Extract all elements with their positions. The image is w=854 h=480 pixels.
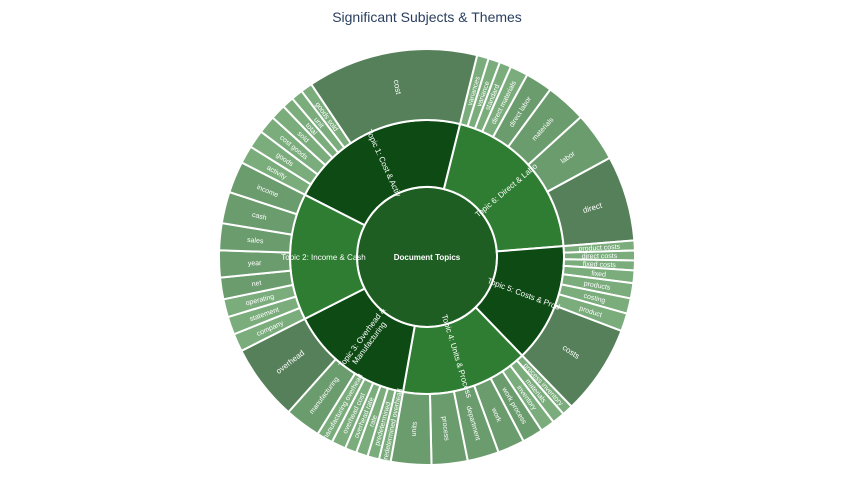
leaf-label-rate: rate: [369, 414, 379, 428]
leaf-label-sales: sales: [247, 237, 264, 246]
leaf-label-cost: cost: [392, 79, 404, 96]
root-label: Document Topics: [394, 253, 461, 262]
leaf-label-fixed: fixed: [591, 270, 606, 278]
leaf-label-net: net: [251, 280, 262, 288]
leaf-label-cash: cash: [251, 212, 267, 222]
leaf-label-products: products: [583, 280, 611, 291]
leaf-label-year: year: [248, 260, 263, 267]
topic-6-leaf-income[interactable]: [228, 161, 307, 216]
leaf-label-process: process: [440, 416, 450, 442]
leaf-label-direct-costs: direct costs: [582, 253, 618, 260]
leaf-label-units: units: [411, 421, 419, 437]
leaf-label-product-costs: product costs: [578, 244, 620, 253]
segments: [218, 48, 636, 466]
leaf-label-fixed-costs: fixed costs: [583, 261, 617, 269]
topic-6-label: Topic 2: Income & Cash: [281, 253, 365, 262]
chart-title: Significant Subjects & Themes: [332, 9, 522, 25]
